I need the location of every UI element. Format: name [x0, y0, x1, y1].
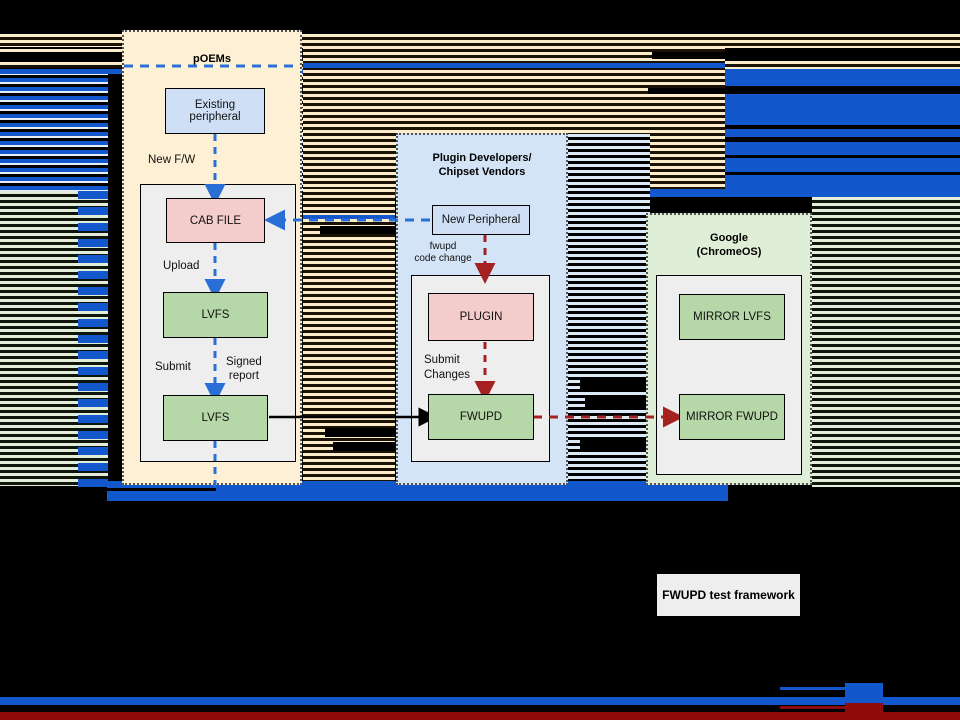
node-existing-peripheral[interactable]: Existing peripheral: [165, 88, 265, 134]
zone-plugin-title: Plugin Developers/ Chipset Vendors: [432, 152, 532, 178]
edge-label-submit: Submit: [155, 361, 191, 373]
edge-label-signed-report: Signed report: [226, 356, 262, 382]
node-label-line2: peripheral: [189, 111, 241, 123]
zone-poems-title: pOEMs: [193, 53, 231, 65]
node-lvfs-upload[interactable]: LVFS: [163, 292, 268, 338]
node-mirror-lvfs[interactable]: MIRROR LVFS: [679, 294, 785, 340]
node-lvfs-submit[interactable]: LVFS: [163, 395, 268, 441]
legend-fwupd-test-framework: FWUPD test framework: [657, 574, 800, 616]
node-fwupd[interactable]: FWUPD: [428, 394, 534, 440]
node-label: LVFS: [201, 412, 230, 424]
node-label-line1: Existing: [194, 99, 236, 111]
edge-label-new-fw: New F/W: [148, 154, 196, 166]
node-label: MIRROR FWUPD: [686, 411, 778, 423]
node-label: MIRROR LVFS: [693, 311, 771, 323]
legend-label: FWUPD test framework: [662, 588, 795, 602]
node-label: New Peripheral: [441, 214, 521, 226]
node-new-peripheral[interactable]: New Peripheral: [432, 205, 530, 235]
zone-google-title: Google (ChromeOS): [696, 232, 762, 258]
node-label: PLUGIN: [459, 311, 503, 323]
edge-label-fwupd-code-change: fwupd code change: [414, 241, 472, 264]
edge-label-submit-changes: Submit Changes: [424, 354, 471, 381]
node-mirror-fwupd[interactable]: MIRROR FWUPD: [679, 394, 785, 440]
node-label: FWUPD: [459, 411, 503, 423]
node-plugin[interactable]: PLUGIN: [428, 293, 534, 341]
node-cab-file[interactable]: CAB FILE: [166, 198, 265, 243]
node-label: CAB FILE: [189, 214, 242, 227]
edge-label-upload: Upload: [163, 260, 200, 272]
node-label: LVFS: [201, 309, 230, 321]
